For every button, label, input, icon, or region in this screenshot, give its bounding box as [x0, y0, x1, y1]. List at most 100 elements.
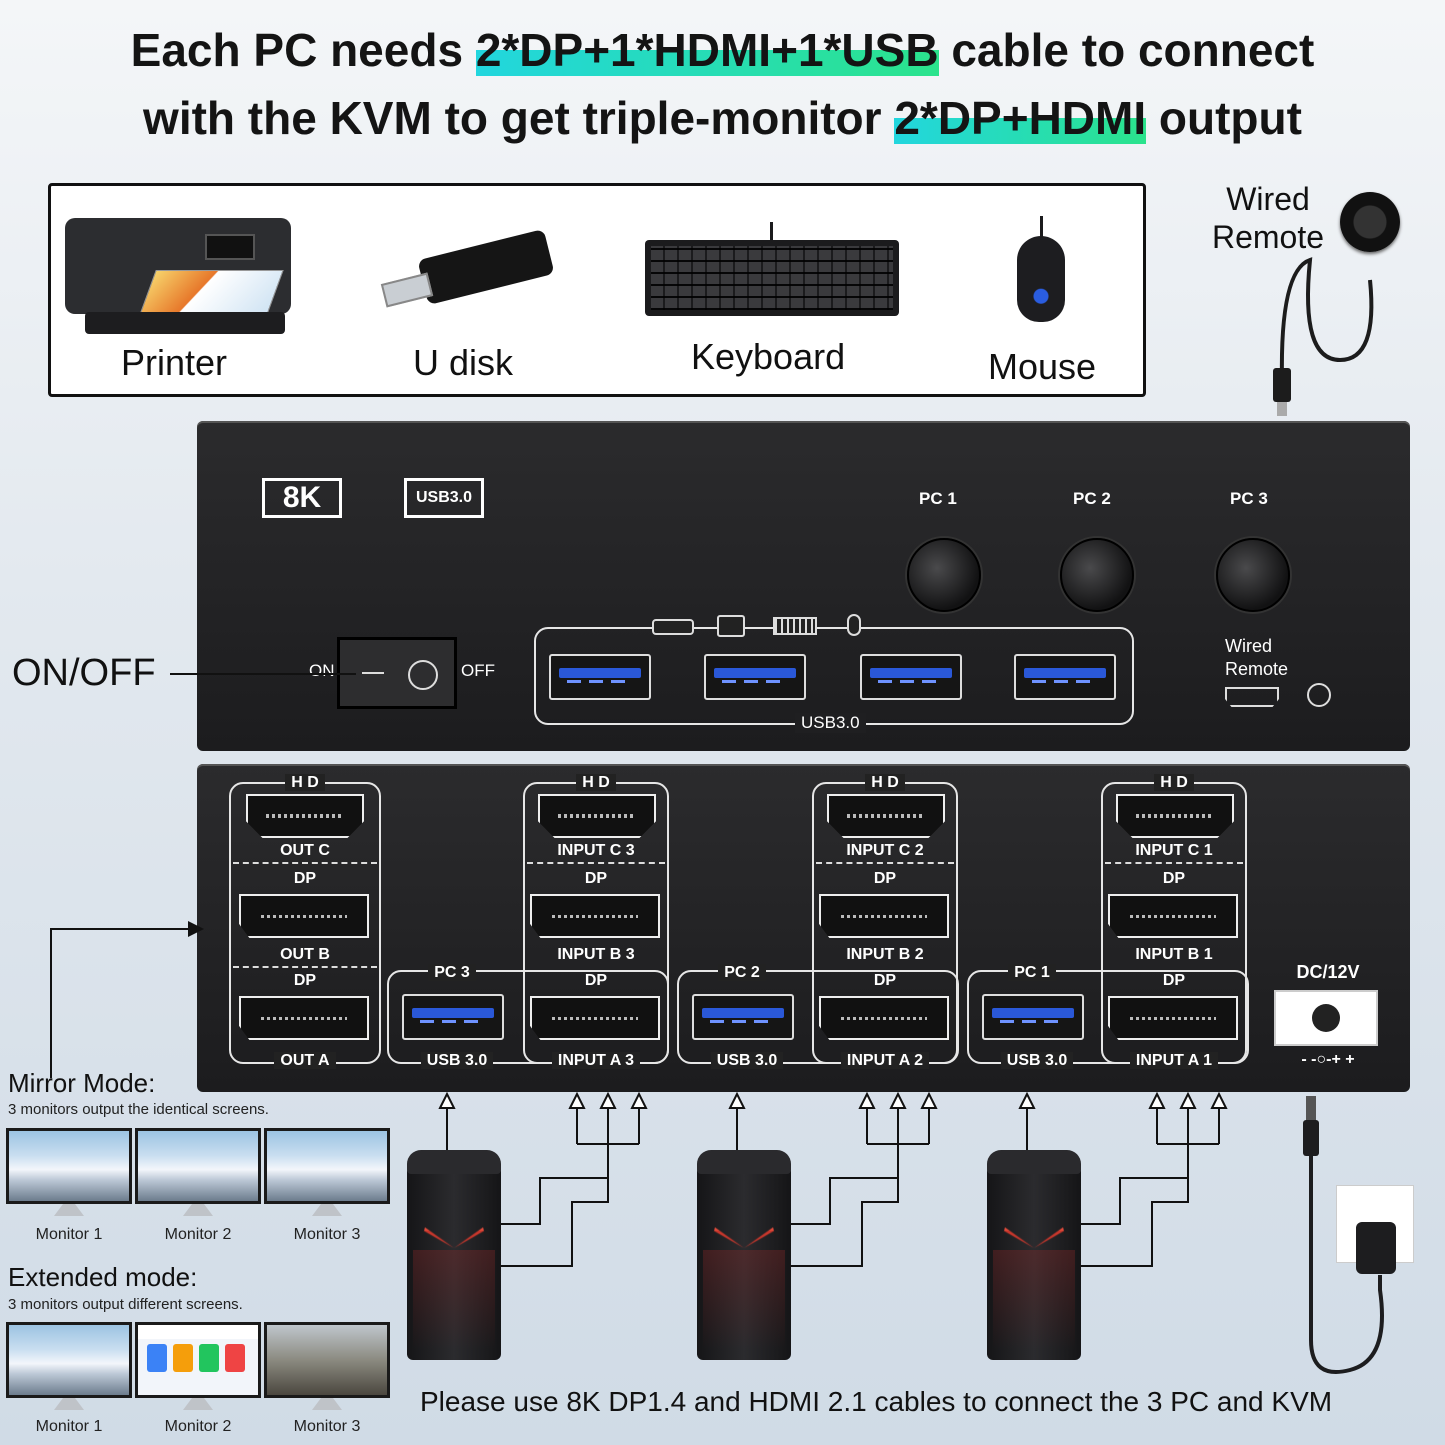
peripherals-box: Printer U disk Keyboard Mouse [48, 183, 1146, 397]
out-a-label: OUT A [274, 1052, 336, 1069]
extended-monitor-3 [264, 1322, 390, 1414]
pc2-switch-button[interactable] [1060, 538, 1134, 612]
input-c2-hdmi-port[interactable] [827, 794, 945, 838]
footer-note: Please use 8K DP1.4 and HDMI 2.1 cables … [420, 1386, 1333, 1417]
extended-monitor-1-label: Monitor 1 [35, 1418, 103, 1435]
dc-power-jack[interactable] [1274, 990, 1378, 1046]
input-b1-label: INPUT B 1 [1135, 946, 1213, 963]
pc2-usb-group [677, 970, 959, 1064]
out-a-label-wrap: OUT A [229, 1052, 381, 1070]
input-b3-dp-port[interactable] [530, 894, 660, 938]
remote-port-symbol-icon [1307, 683, 1331, 707]
pc1-usb-port[interactable] [982, 994, 1084, 1040]
pc1-switch-button[interactable] [907, 538, 981, 612]
udisk-label: U disk [413, 342, 514, 383]
input-a3-dp-label: DP [584, 972, 608, 989]
pc1-group-label-wrap: PC 1 [977, 964, 1087, 982]
badge-8k: 8K [262, 478, 342, 518]
remote-port[interactable] [1225, 687, 1279, 707]
mirror-mode-subtitle: 3 monitors output the identical screens. [8, 1101, 269, 1118]
front-usb-port-1[interactable] [549, 654, 651, 700]
pc2-usb-port[interactable] [692, 994, 794, 1040]
pc3-group-label-wrap: PC 3 [397, 964, 507, 982]
divider [527, 862, 665, 864]
onoff-callout-label: ON/OFF [12, 652, 156, 694]
pc3-hd-label: H D [523, 774, 669, 792]
headline-text: output [1146, 92, 1302, 144]
input-a2-dp-label: DP [873, 972, 897, 989]
front-usb-port-3[interactable] [860, 654, 962, 700]
mouse-label: Mouse [988, 346, 1097, 387]
headline-line-2: with the KVM to get triple-monitor 2*DP+… [0, 84, 1445, 152]
out-a-dp-label: DP [293, 972, 317, 989]
input-c1-hdmi-port[interactable] [1116, 794, 1234, 838]
out-c-hdmi-port[interactable] [246, 794, 364, 838]
mirror-monitor-3-label: Monitor 3 [293, 1226, 361, 1243]
switch-off-label: OFF [461, 661, 495, 680]
pc2-button-label: PC 2 [1073, 489, 1111, 508]
switch-on-label: ON [309, 661, 335, 680]
wired-remote-title-line: Wired [1226, 181, 1310, 217]
badge-usb3: USB3.0 [404, 478, 484, 518]
extended-mode-subtitle: 3 monitors output different screens. [8, 1296, 243, 1313]
divider [816, 862, 954, 864]
keyboard-icon [645, 240, 899, 316]
input-b2-dp-port[interactable] [819, 894, 949, 938]
usb-drive-icon [380, 226, 555, 308]
power-plug-icon [1356, 1222, 1396, 1274]
pc2-usb-label-wrap: USB 3.0 [687, 1052, 807, 1070]
mirror-monitor-2 [135, 1128, 261, 1220]
headline-text: cable to connect [938, 24, 1315, 76]
input-b1-dp-port[interactable] [1108, 894, 1238, 938]
divider [233, 862, 377, 864]
pc3-usb-label-wrap: USB 3.0 [397, 1052, 517, 1070]
front-usb-port-4[interactable] [1014, 654, 1116, 700]
pc2-group-label: PC 2 [718, 964, 766, 981]
extended-mode-title: Extended mode: [8, 1262, 198, 1292]
input-a1-label: INPUT A 1 [1129, 1052, 1219, 1069]
mirror-callout-line [50, 928, 52, 1078]
keyboard-port-icon [773, 617, 817, 635]
input-c3-hdmi-port[interactable] [538, 794, 656, 838]
usb-drive-port-icon [652, 619, 694, 635]
remote-port-label-line: Wired [1225, 636, 1273, 656]
mirror-monitor-2-label: Monitor 2 [164, 1226, 232, 1243]
kvm-back-panel: H D OUT C DP OUT B DP OUT A H D INPUT C … [197, 764, 1410, 1092]
extended-monitor-1 [6, 1322, 132, 1414]
pc1-tower-icon [987, 1150, 1081, 1368]
headline-text: Each PC needs [130, 24, 476, 76]
pc3-button-label: PC 3 [1230, 489, 1268, 508]
pc3-switch-button[interactable] [1216, 538, 1290, 612]
extended-monitor-3-label: Monitor 3 [293, 1418, 361, 1435]
power-adapter-cable [1303, 1096, 1384, 1374]
input-a2-dp-port[interactable] [819, 996, 949, 1040]
pc3-hd-label-text: H D [576, 774, 616, 791]
arrow-right-icon [188, 921, 204, 937]
input-b3-dp-label: DP [584, 870, 608, 887]
headline-highlight: 2*DP+1*HDMI+1*USB [475, 24, 939, 76]
input-a1-dp-port[interactable] [1108, 996, 1238, 1040]
input-a3-label: INPUT A 3 [551, 1052, 641, 1069]
pc2-group-label-wrap: PC 2 [687, 964, 797, 982]
onoff-callout-line [170, 673, 356, 675]
wired-remote-title-line: Remote [1211, 219, 1325, 255]
power-switch[interactable] [337, 637, 457, 709]
mouse-icon [1017, 236, 1065, 322]
extended-monitor-2 [135, 1322, 261, 1414]
input-b2-dp-label: DP [873, 870, 897, 887]
mouse-port-icon [847, 614, 861, 636]
divider [233, 966, 377, 968]
pc1-button-label: PC 1 [919, 489, 957, 508]
out-b-dp-port[interactable] [239, 894, 369, 938]
front-usb-port-2[interactable] [704, 654, 806, 700]
pc3-usb-group [387, 970, 669, 1064]
input-c3-label: INPUT C 3 [557, 842, 635, 859]
dc-label: DC/12V [1296, 962, 1360, 982]
pc2-tower-icon [697, 1150, 791, 1368]
input-a3-dp-port[interactable] [530, 996, 660, 1040]
mouse-cable [1040, 216, 1043, 238]
pc3-usb-port[interactable] [402, 994, 504, 1040]
out-a-dp-port[interactable] [239, 996, 369, 1040]
dc-polarity-icon: - -○-+ + [1301, 1051, 1355, 1068]
pc1-usb-label-wrap: USB 3.0 [977, 1052, 1097, 1070]
